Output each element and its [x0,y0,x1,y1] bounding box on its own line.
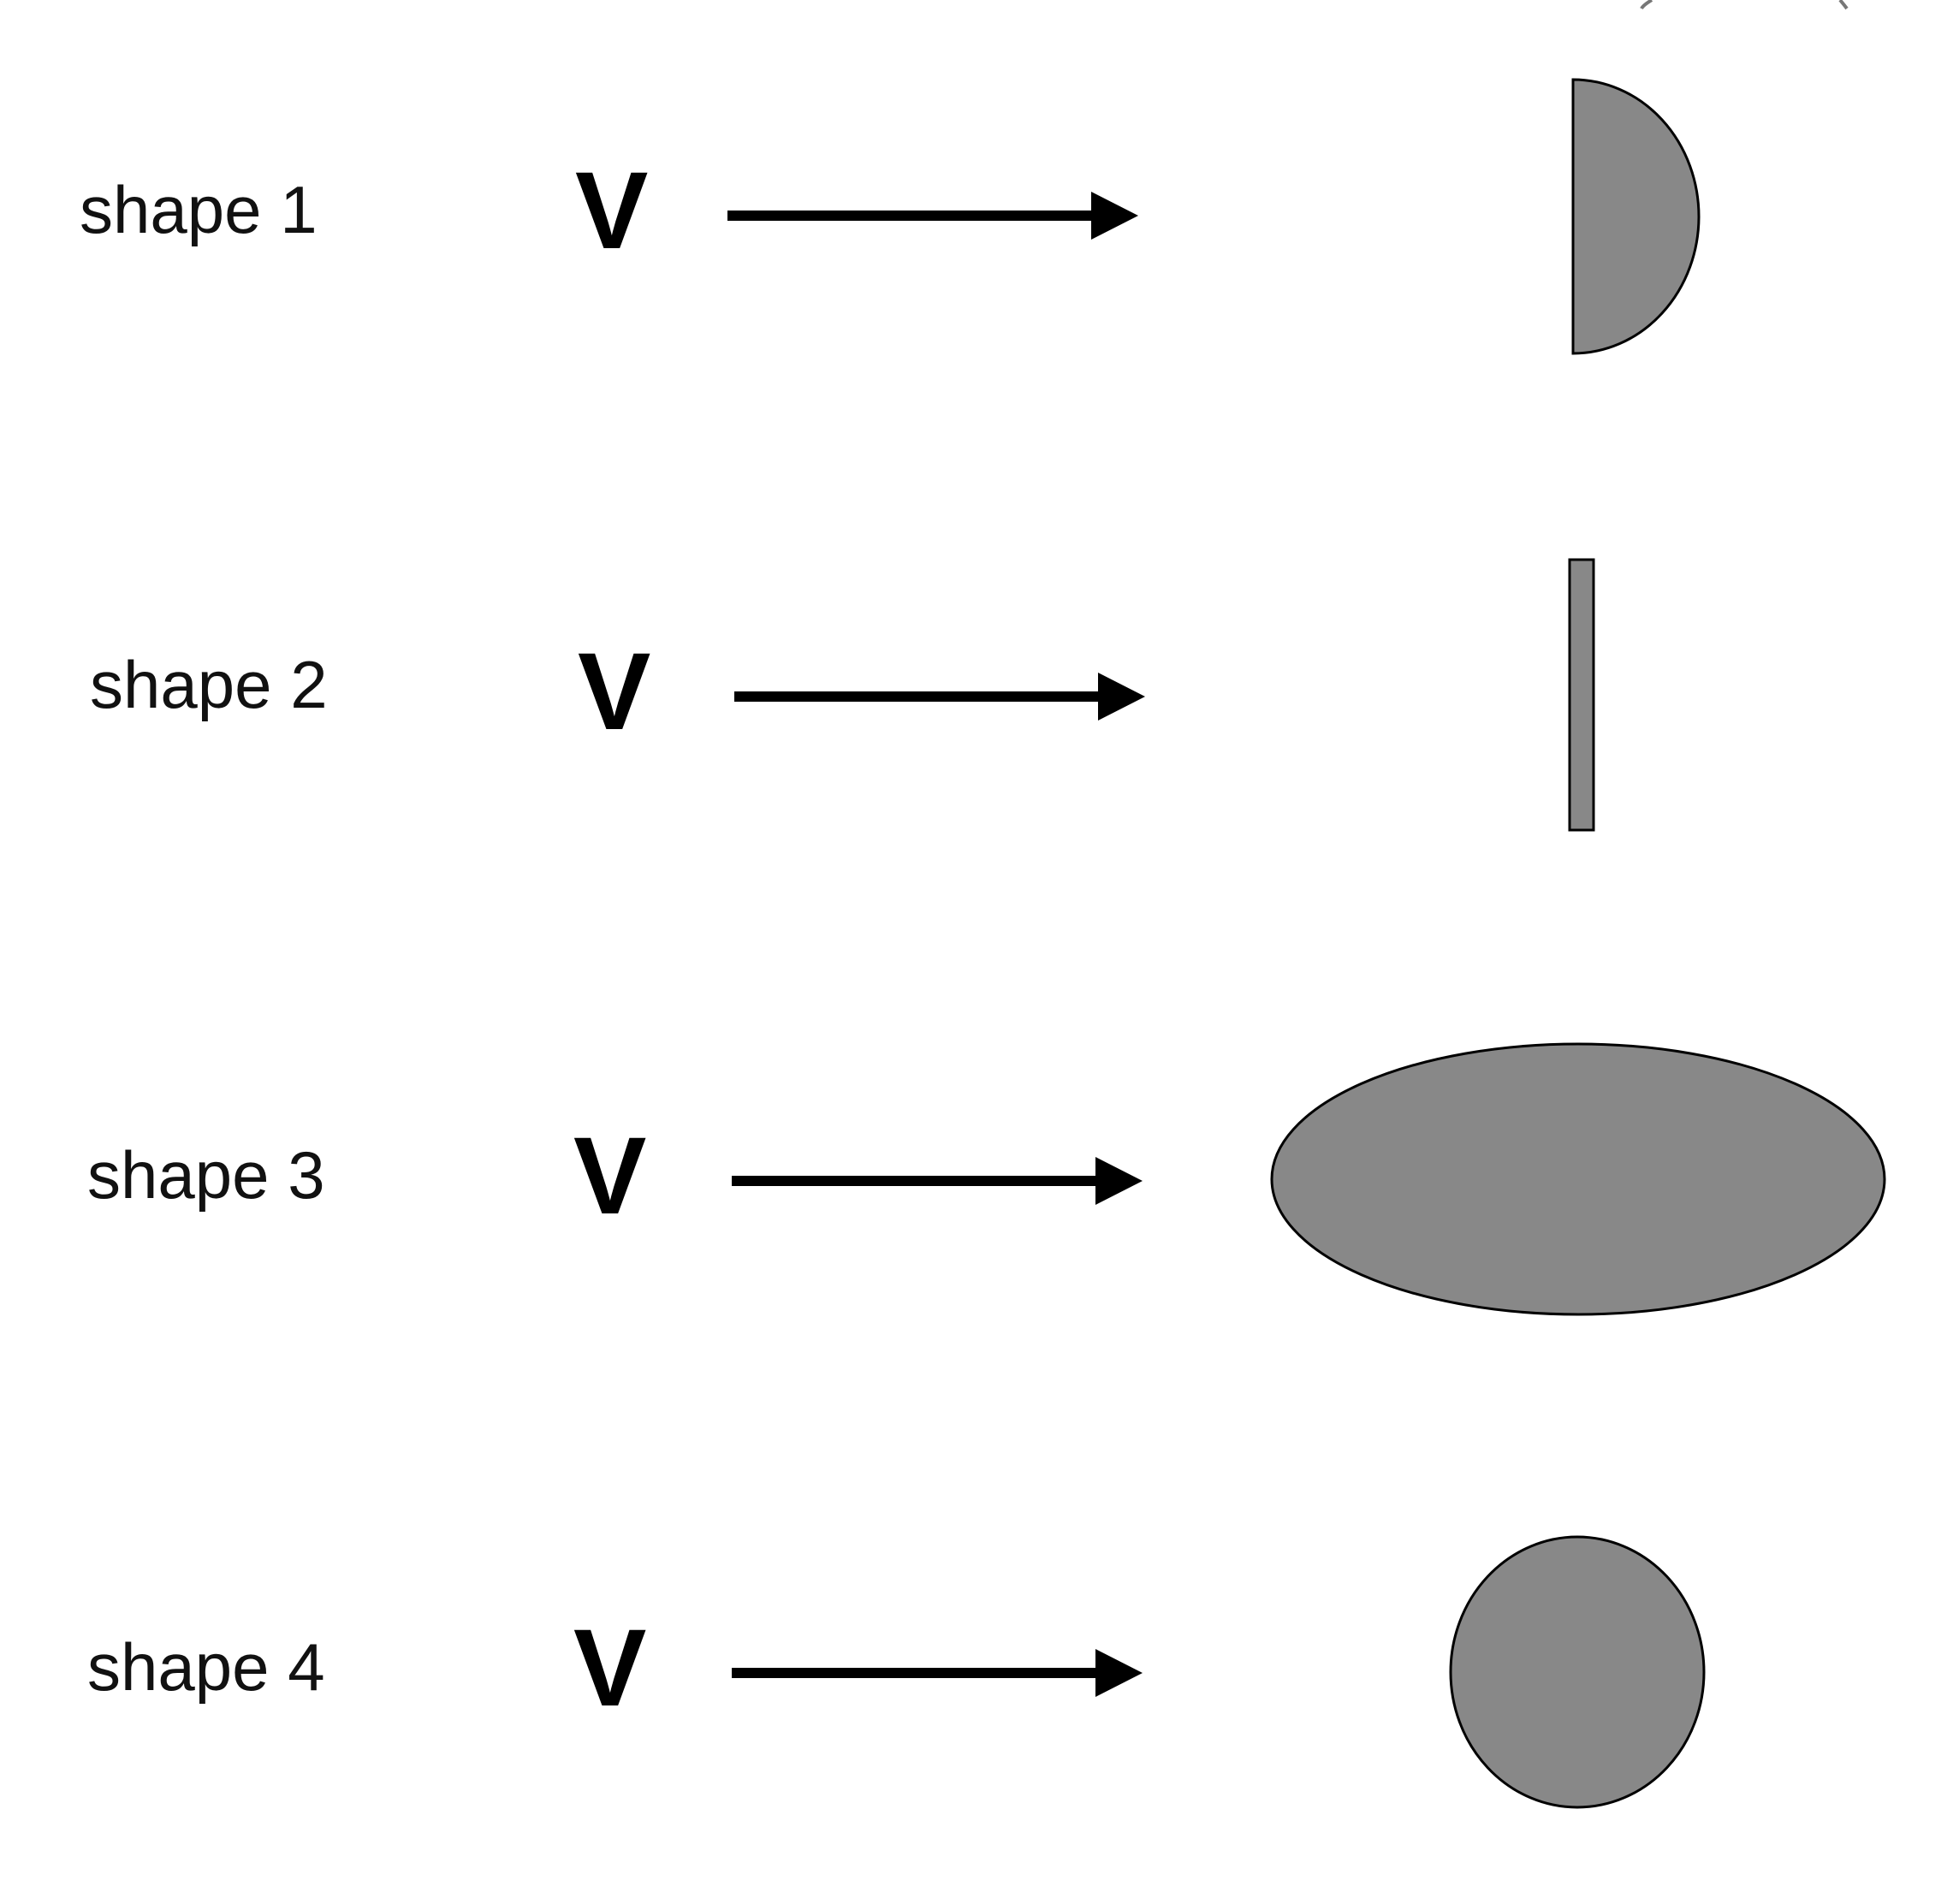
flow-arrow-1 [727,192,1138,240]
flow-arrow-3 [732,1157,1143,1205]
velocity-label-1: V [575,150,648,272]
velocity-label-2: V [578,631,650,753]
shape-label-3: shape 3 [87,1137,325,1213]
shape-row-4: shape 4 V [87,1535,1706,1809]
cropped-mark-left [1640,0,1653,10]
half-disc-shape [1571,78,1701,355]
flat-plate-shape [1568,558,1595,832]
shape-label-1: shape 1 [80,172,318,247]
shape-label-4: shape 4 [87,1629,325,1705]
velocity-label-4: V [573,1607,646,1729]
flow-arrow-2 [734,673,1145,721]
shape-row-1: shape 1 V [80,78,1701,355]
shape-label-2: shape 2 [90,647,328,722]
velocity-label-3: V [573,1115,646,1237]
flow-arrow-4 [732,1649,1143,1697]
shape-row-2: shape 2 V [90,558,1595,832]
cropped-mark-right [1838,0,1849,10]
circle-shape [1449,1535,1706,1809]
shape-row-3: shape 3 V [87,1042,1886,1316]
ellipse-shape [1270,1042,1886,1316]
